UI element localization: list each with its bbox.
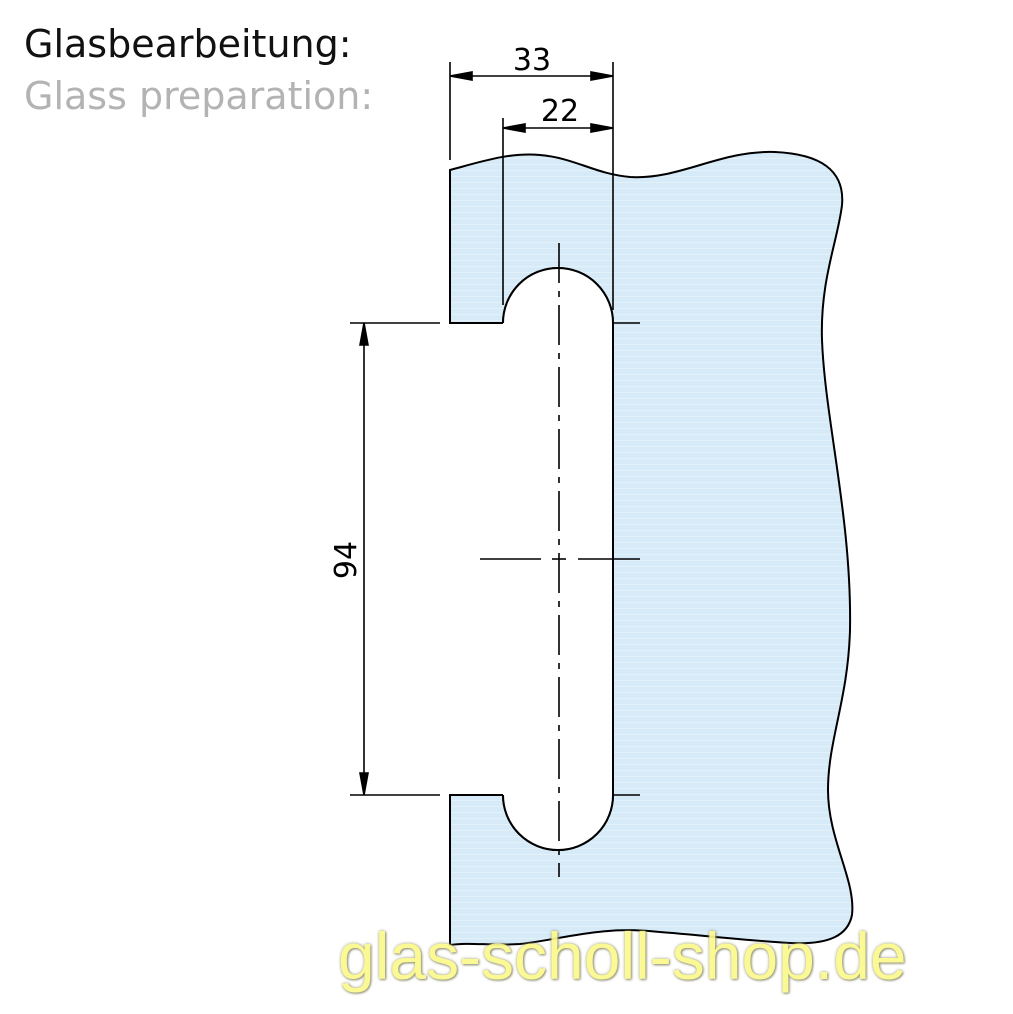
dimension-94-label: 94 <box>329 541 364 579</box>
extension-lines <box>350 62 640 796</box>
dimension-22 <box>502 123 614 133</box>
dimension-22-label: 22 <box>541 94 579 129</box>
slot-bottom-arc <box>502 794 614 851</box>
centerlines <box>480 243 640 877</box>
dimension-94 <box>359 322 369 796</box>
dimension-33 <box>449 71 614 81</box>
title-english: Glass preparation: <box>24 74 374 118</box>
watermark-text: glas-scholl-shop.de <box>338 919 907 993</box>
slot-top-arc <box>502 267 614 324</box>
title-german: Glasbearbeitung: <box>24 22 352 66</box>
dimension-33-label: 33 <box>513 43 551 78</box>
